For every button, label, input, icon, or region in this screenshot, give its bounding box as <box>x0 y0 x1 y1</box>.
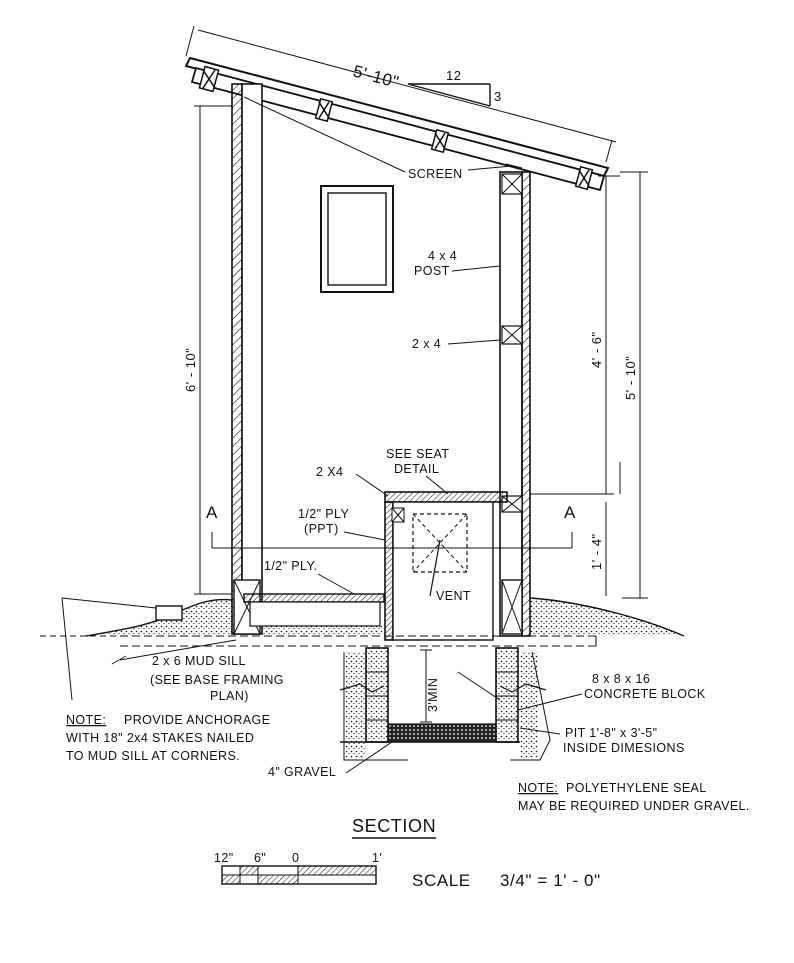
stud-label: 2 x 4 <box>412 337 441 351</box>
seal-note: NOTE: POLYETHYLENE SEAL MAY BE REQUIRED … <box>518 781 750 813</box>
seal-note-line2: MAY BE REQUIRED UNDER GRAVEL. <box>518 799 750 813</box>
block-label: CONCRETE BLOCK <box>584 687 706 701</box>
anchor-note: NOTE: PROVIDE ANCHORAGE WITH 18" 2x4 STA… <box>66 713 270 763</box>
scale-0-label: 0 <box>292 851 299 865</box>
vent-label: VENT <box>436 589 471 603</box>
scale-word: SCALE <box>412 871 471 890</box>
seal-note-head: NOTE: <box>518 781 558 795</box>
roof-length-dimension: 5'-10" <box>351 62 401 92</box>
mud-sill-line2: (SEE BASE FRAMING <box>150 673 284 687</box>
left-height-dimension: 6' - 10" <box>183 105 232 595</box>
concrete-block-callout: 8 x 8 x 16 CONCRETE BLOCK <box>517 672 706 711</box>
section-mark-right: A <box>564 503 576 522</box>
ply-ppt-line2: (PPT) <box>304 522 339 536</box>
anchor-note-line3: TO MUD SILL AT CORNERS. <box>66 749 240 763</box>
pit-dims-label: INSIDE DIMESIONS <box>563 741 685 755</box>
seat-detail-line1: SEE SEAT <box>386 447 449 461</box>
stud-callout: 2 x 4 <box>412 337 501 351</box>
seal-note-line1: POLYETHYLENE SEAL <box>566 781 707 795</box>
seat-detail-callout: SEE SEAT DETAIL 2 X4 <box>316 447 449 497</box>
roof-blocking <box>198 65 594 191</box>
post-label: POST <box>414 264 450 278</box>
section-title: SECTION <box>352 816 436 836</box>
scale-1-label: 1' <box>372 851 382 865</box>
ply-ppt-callout: 1/2" PLY (PPT) <box>298 507 386 541</box>
screen-callout: SCREEN <box>243 96 523 181</box>
section-mark-left: A <box>206 503 218 522</box>
floor-ply-label: 1/2" PLY. <box>264 559 317 573</box>
seat-height-label: 1' - 4" <box>589 533 604 570</box>
scale-12-label: 12" <box>214 851 234 865</box>
pit-size-label: PIT 1'-8" x 3'-5" <box>565 726 657 740</box>
left-height-label: 6' - 10" <box>183 348 198 392</box>
section-cut-line: A A <box>206 503 576 549</box>
title-block: SECTION <box>352 816 436 839</box>
pit: 3'MIN <box>339 647 551 761</box>
seat-detail-line2: DETAIL <box>394 462 439 476</box>
floor: 1/2" PLY. <box>243 559 385 627</box>
slope-indicator: 12 3 <box>407 68 502 107</box>
vent: VENT <box>412 513 471 603</box>
scale-6-label: 6" <box>254 851 266 865</box>
post-size-label: 4 x 4 <box>428 249 457 263</box>
gravel-label: 4" GRAVEL <box>268 765 336 779</box>
pit-depth-label: 3'MIN <box>426 678 440 712</box>
scale-value: 3/4" = 1' - 0" <box>500 871 601 890</box>
slope-run-label: 12 <box>446 68 461 83</box>
back-window <box>320 185 394 293</box>
mud-sill-line1: 2 x 6 MUD SILL <box>152 654 246 668</box>
pit-dimension-callout: PIT 1'-8" x 3'-5" INSIDE DIMESIONS <box>519 726 685 755</box>
slope-rise-label: 3 <box>494 89 502 104</box>
roof-rafter <box>190 66 606 192</box>
anchor-stake <box>61 597 157 701</box>
gravel-callout: 4" GRAVEL <box>268 741 393 779</box>
block-size-label: 8 x 8 x 16 <box>592 672 650 686</box>
right-dimensions: 4' - 6" 5' - 10" 1' - 4" <box>530 171 648 599</box>
seat-framing-label: 2 X4 <box>316 465 343 479</box>
ply-ppt-line1: 1/2" PLY <box>298 507 349 521</box>
right-height-label: 5' - 10" <box>623 356 638 400</box>
mud-sill-line3: PLAN) <box>210 689 249 703</box>
left-wall <box>231 83 263 635</box>
anchor-note-head: NOTE: <box>66 713 106 727</box>
anchor-note-line1: PROVIDE ANCHORAGE <box>124 713 270 727</box>
mud-sill-callout: 2 x 6 MUD SILL (SEE BASE FRAMING PLAN) <box>111 639 284 703</box>
upper-height-label: 4' - 6" <box>589 331 604 368</box>
anchor-note-line2: WITH 18" 2x4 STAKES NAILED <box>66 731 254 745</box>
right-wall <box>499 171 531 637</box>
screen-label: SCREEN <box>408 167 463 181</box>
scale-bar: 12" 6" 0 1' SCALE 3/4" = 1' - 0" <box>214 851 601 890</box>
post-callout: 4 x 4 POST <box>414 249 501 278</box>
